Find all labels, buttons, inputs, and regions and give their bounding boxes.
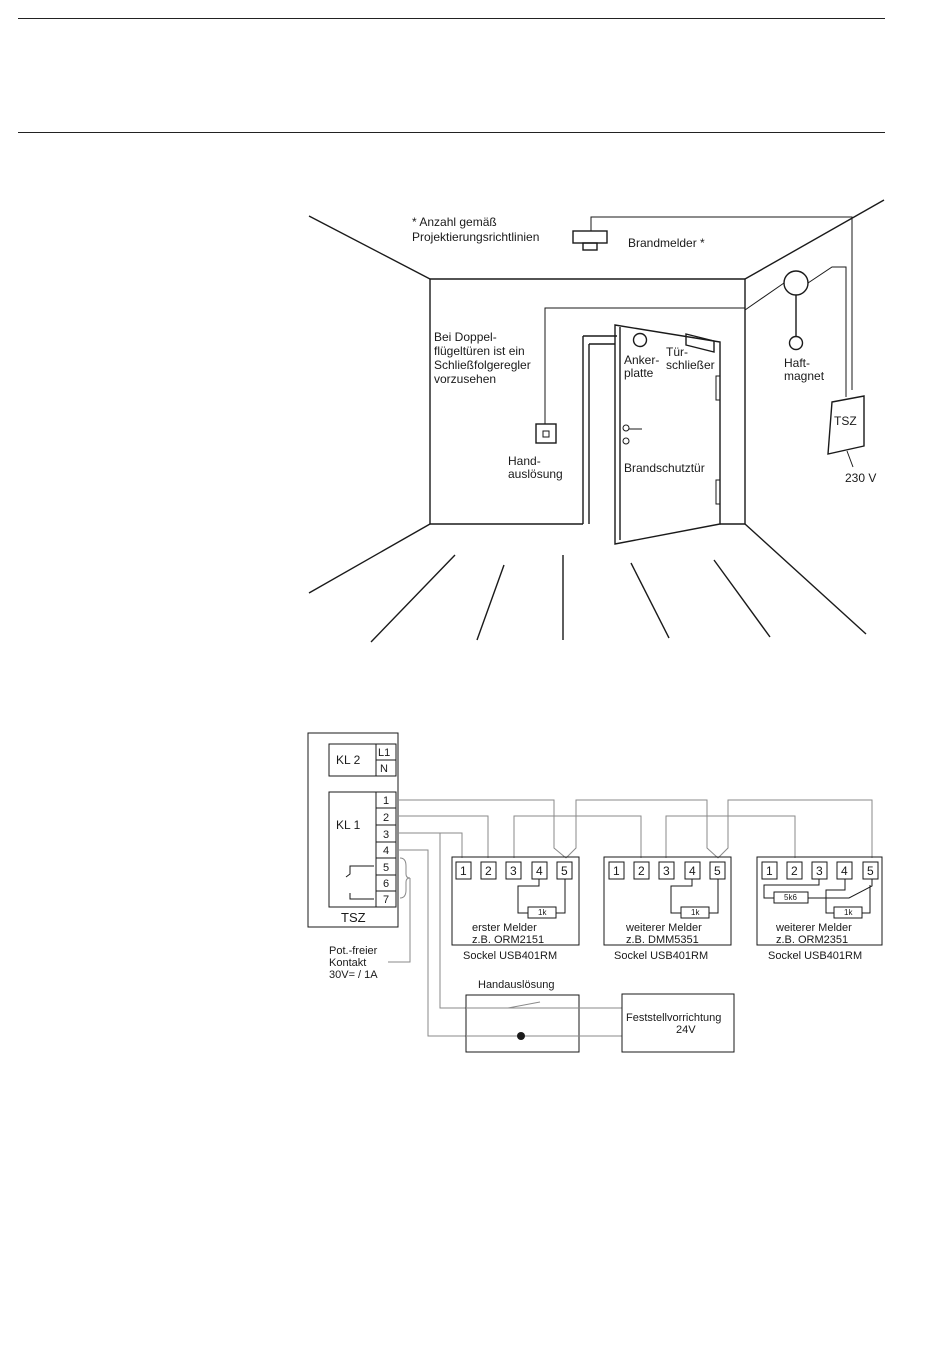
contact-label-1: Pot.-freier [329,945,378,957]
s1-terminal-3: 3 [510,864,517,878]
ankerplatte-label-1: Anker- [624,353,659,367]
s1-terminal-4: 4 [536,864,543,878]
terminal-1: 1 [383,795,389,807]
contact-label-2: Kontakt [329,957,366,969]
n-label: N [380,763,388,775]
ankerplatte-label-2: platte [624,366,654,380]
sockel2-label: Sockel USB401RM [614,950,708,962]
tuerschliesser-label-1: Tür- [666,345,688,359]
melder2-line2: z.B. DMM5351 [626,934,699,946]
door-note-line4: vorzusehen [434,372,496,386]
top-rule [18,18,885,19]
wiring-diagram [307,732,883,1053]
s2-terminal-1: 1 [613,864,620,878]
note-line1: * Anzahl gemäß [412,215,497,229]
haftmagnet-label-2: magnet [784,369,825,383]
kl1-label: KL 1 [336,818,361,832]
melder3-line2: z.B. ORM2351 [776,934,848,946]
door-note-line1: Bei Doppel- [434,330,497,344]
s2-terminal-2: 2 [638,864,645,878]
melder1-line1: erster Melder [472,922,537,934]
s2-terminal-4: 4 [689,864,696,878]
brandmelder-label: Brandmelder * [628,236,705,250]
s3-terminal-3: 3 [816,864,823,878]
melder2-line1: weiterer Melder [625,922,702,934]
tsz-room-label: TSZ [834,414,857,428]
handausloesung-label-2: auslösung [508,467,563,481]
melder3-line1: weiterer Melder [775,922,852,934]
tsz-wiring-label: TSZ [341,910,366,925]
voltage-label: 230 V [845,471,876,485]
feststell-label-2: 24V [676,1024,696,1036]
door-note-line3: Schließfolgeregler [434,358,531,372]
tuerschliesser-label-2: schließer [666,358,715,372]
terminal-2: 2 [383,812,389,824]
s1-terminal-1: 1 [460,864,467,878]
s1-terminal-2: 2 [485,864,492,878]
s3-terminal-1: 1 [766,864,773,878]
feststell-label-1: Feststellvorrichtung [626,1012,721,1024]
s1-resistor-label: 1k [538,908,547,917]
sockel1-label: Sockel USB401RM [463,950,557,962]
terminal-3: 3 [383,829,389,841]
s3-resistor-1k-label: 1k [844,908,853,917]
second-rule [18,132,885,133]
s3-terminal-2: 2 [791,864,798,878]
note-line2: Projektierungsrichtlinien [412,230,539,244]
door-note-line2: flügeltüren ist ein [434,344,525,358]
s1-terminal-5: 5 [561,864,568,878]
l1-label: L1 [378,747,390,759]
contact-label-3: 30V= / 1A [329,969,378,981]
terminal-6: 6 [383,878,389,890]
s3-terminal-4: 4 [841,864,848,878]
handausloesung-wiring-label: Handauslösung [478,979,554,991]
brandschutztuer-label: Brandschutztür [624,461,705,475]
kl2-label: KL 2 [336,753,361,767]
room-drawing [308,199,885,643]
melder1-line2: z.B. ORM2151 [472,934,544,946]
s2-terminal-5: 5 [714,864,721,878]
s3-terminal-5: 5 [867,864,874,878]
terminal-7: 7 [383,894,389,906]
terminal-4: 4 [383,845,389,857]
sockel3-label: Sockel USB401RM [768,950,862,962]
s2-terminal-3: 3 [663,864,670,878]
handausloesung-label-1: Hand- [508,454,541,468]
s3-resistor-5k6-label: 5k6 [784,893,797,902]
s2-resistor-label: 1k [691,908,700,917]
haftmagnet-label-1: Haft- [784,356,810,370]
terminal-5: 5 [383,862,389,874]
